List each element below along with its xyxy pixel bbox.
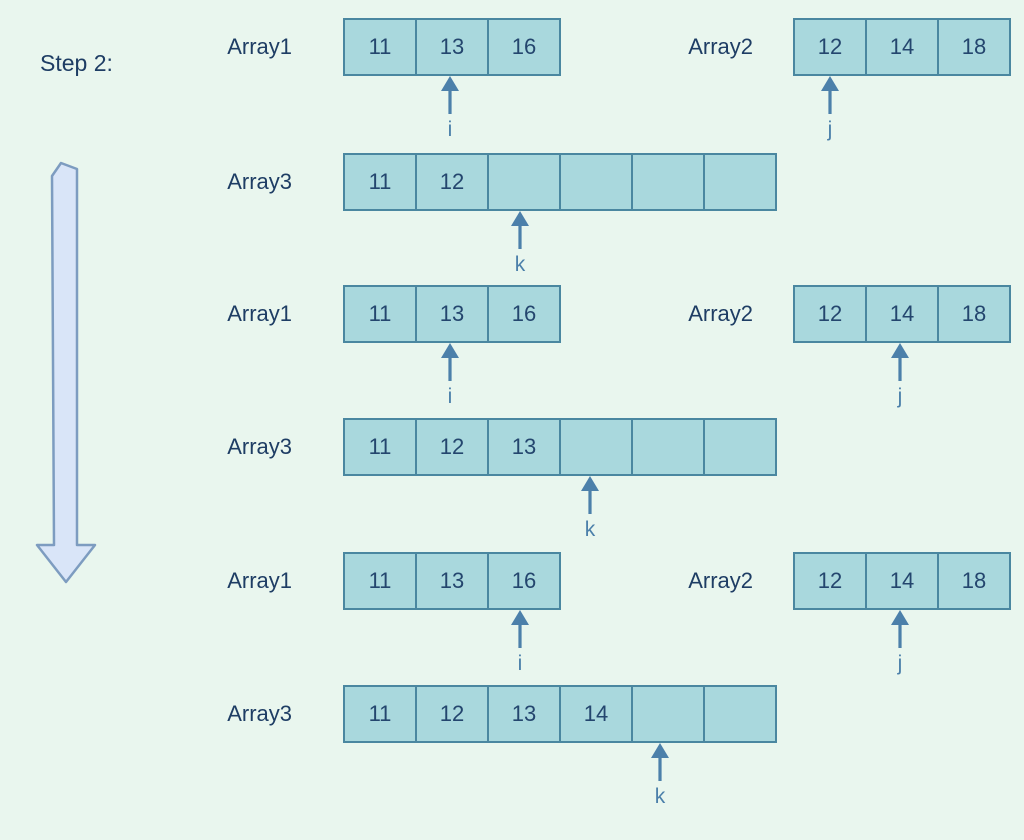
array-cell: 12 xyxy=(795,20,867,74)
up-arrow-icon xyxy=(651,743,669,781)
index-label: k xyxy=(654,785,666,808)
step-label: Step 2: xyxy=(40,50,113,76)
array-cell: 13 xyxy=(489,687,561,741)
index-label: j xyxy=(897,385,903,408)
array-cell: 12 xyxy=(795,554,867,608)
index-label: j xyxy=(897,652,903,675)
array-cell: 13 xyxy=(489,420,561,474)
up-arrow-icon xyxy=(821,76,839,114)
index-pointer: j xyxy=(890,343,910,407)
array-cell xyxy=(561,420,633,474)
index-label: j xyxy=(827,118,833,141)
index-pointer: i xyxy=(440,343,460,407)
array-cell: 18 xyxy=(939,554,1009,608)
index-label: k xyxy=(584,518,596,541)
array-cell: 11 xyxy=(345,155,417,209)
array-cell: 13 xyxy=(417,554,489,608)
array-cell: 14 xyxy=(561,687,633,741)
array-cell: 11 xyxy=(345,554,417,608)
array-cell: 11 xyxy=(345,287,417,341)
index-label: i xyxy=(447,385,453,408)
array-cell xyxy=(705,420,775,474)
up-arrow-icon xyxy=(581,476,599,514)
array-label: Array2 xyxy=(688,34,753,59)
index-pointer: i xyxy=(440,76,460,140)
array-cell: 12 xyxy=(417,155,489,209)
array-cell xyxy=(633,155,705,209)
index-pointer: k xyxy=(650,743,670,807)
array-cell xyxy=(705,155,775,209)
array-cell xyxy=(633,687,705,741)
up-arrow-icon xyxy=(441,343,459,381)
array-label: Array1 xyxy=(227,568,292,593)
array-cell: 13 xyxy=(417,20,489,74)
up-arrow-icon xyxy=(441,76,459,114)
up-arrow-icon xyxy=(891,343,909,381)
up-arrow-icon xyxy=(511,610,529,648)
array-label: Array3 xyxy=(227,434,292,459)
array-label: Array2 xyxy=(688,568,753,593)
array-cell: 11 xyxy=(345,687,417,741)
array-cell: 12 xyxy=(417,687,489,741)
array-label: Array1 xyxy=(227,34,292,59)
array-cell: 16 xyxy=(489,554,559,608)
array-cell xyxy=(633,420,705,474)
up-arrow-icon xyxy=(891,610,909,648)
array-cell: 16 xyxy=(489,287,559,341)
index-label: i xyxy=(517,652,523,675)
index-pointer: j xyxy=(820,76,840,140)
array-cell: 12 xyxy=(417,420,489,474)
up-arrow-icon xyxy=(511,211,529,249)
array-cell: 11 xyxy=(345,20,417,74)
index-label: k xyxy=(514,253,526,276)
array-label: Array2 xyxy=(688,301,753,326)
index-pointer: k xyxy=(510,211,530,275)
array-cell xyxy=(561,155,633,209)
down-arrow-icon xyxy=(35,161,97,584)
array-cell xyxy=(489,155,561,209)
array-cell: 14 xyxy=(867,554,939,608)
array-label: Array3 xyxy=(227,169,292,194)
array-cell: 13 xyxy=(417,287,489,341)
array-cell: 14 xyxy=(867,287,939,341)
array-cell: 18 xyxy=(939,287,1009,341)
array-label: Array1 xyxy=(227,301,292,326)
array-cell: 18 xyxy=(939,20,1009,74)
index-pointer: k xyxy=(580,476,600,540)
array-label: Array3 xyxy=(227,701,292,726)
array-cell: 14 xyxy=(867,20,939,74)
index-pointer: i xyxy=(510,610,530,674)
index-label: i xyxy=(447,118,453,141)
index-pointer: j xyxy=(890,610,910,674)
array-cell: 16 xyxy=(489,20,559,74)
array-cell: 12 xyxy=(795,287,867,341)
array-cell xyxy=(705,687,775,741)
array-cell: 11 xyxy=(345,420,417,474)
